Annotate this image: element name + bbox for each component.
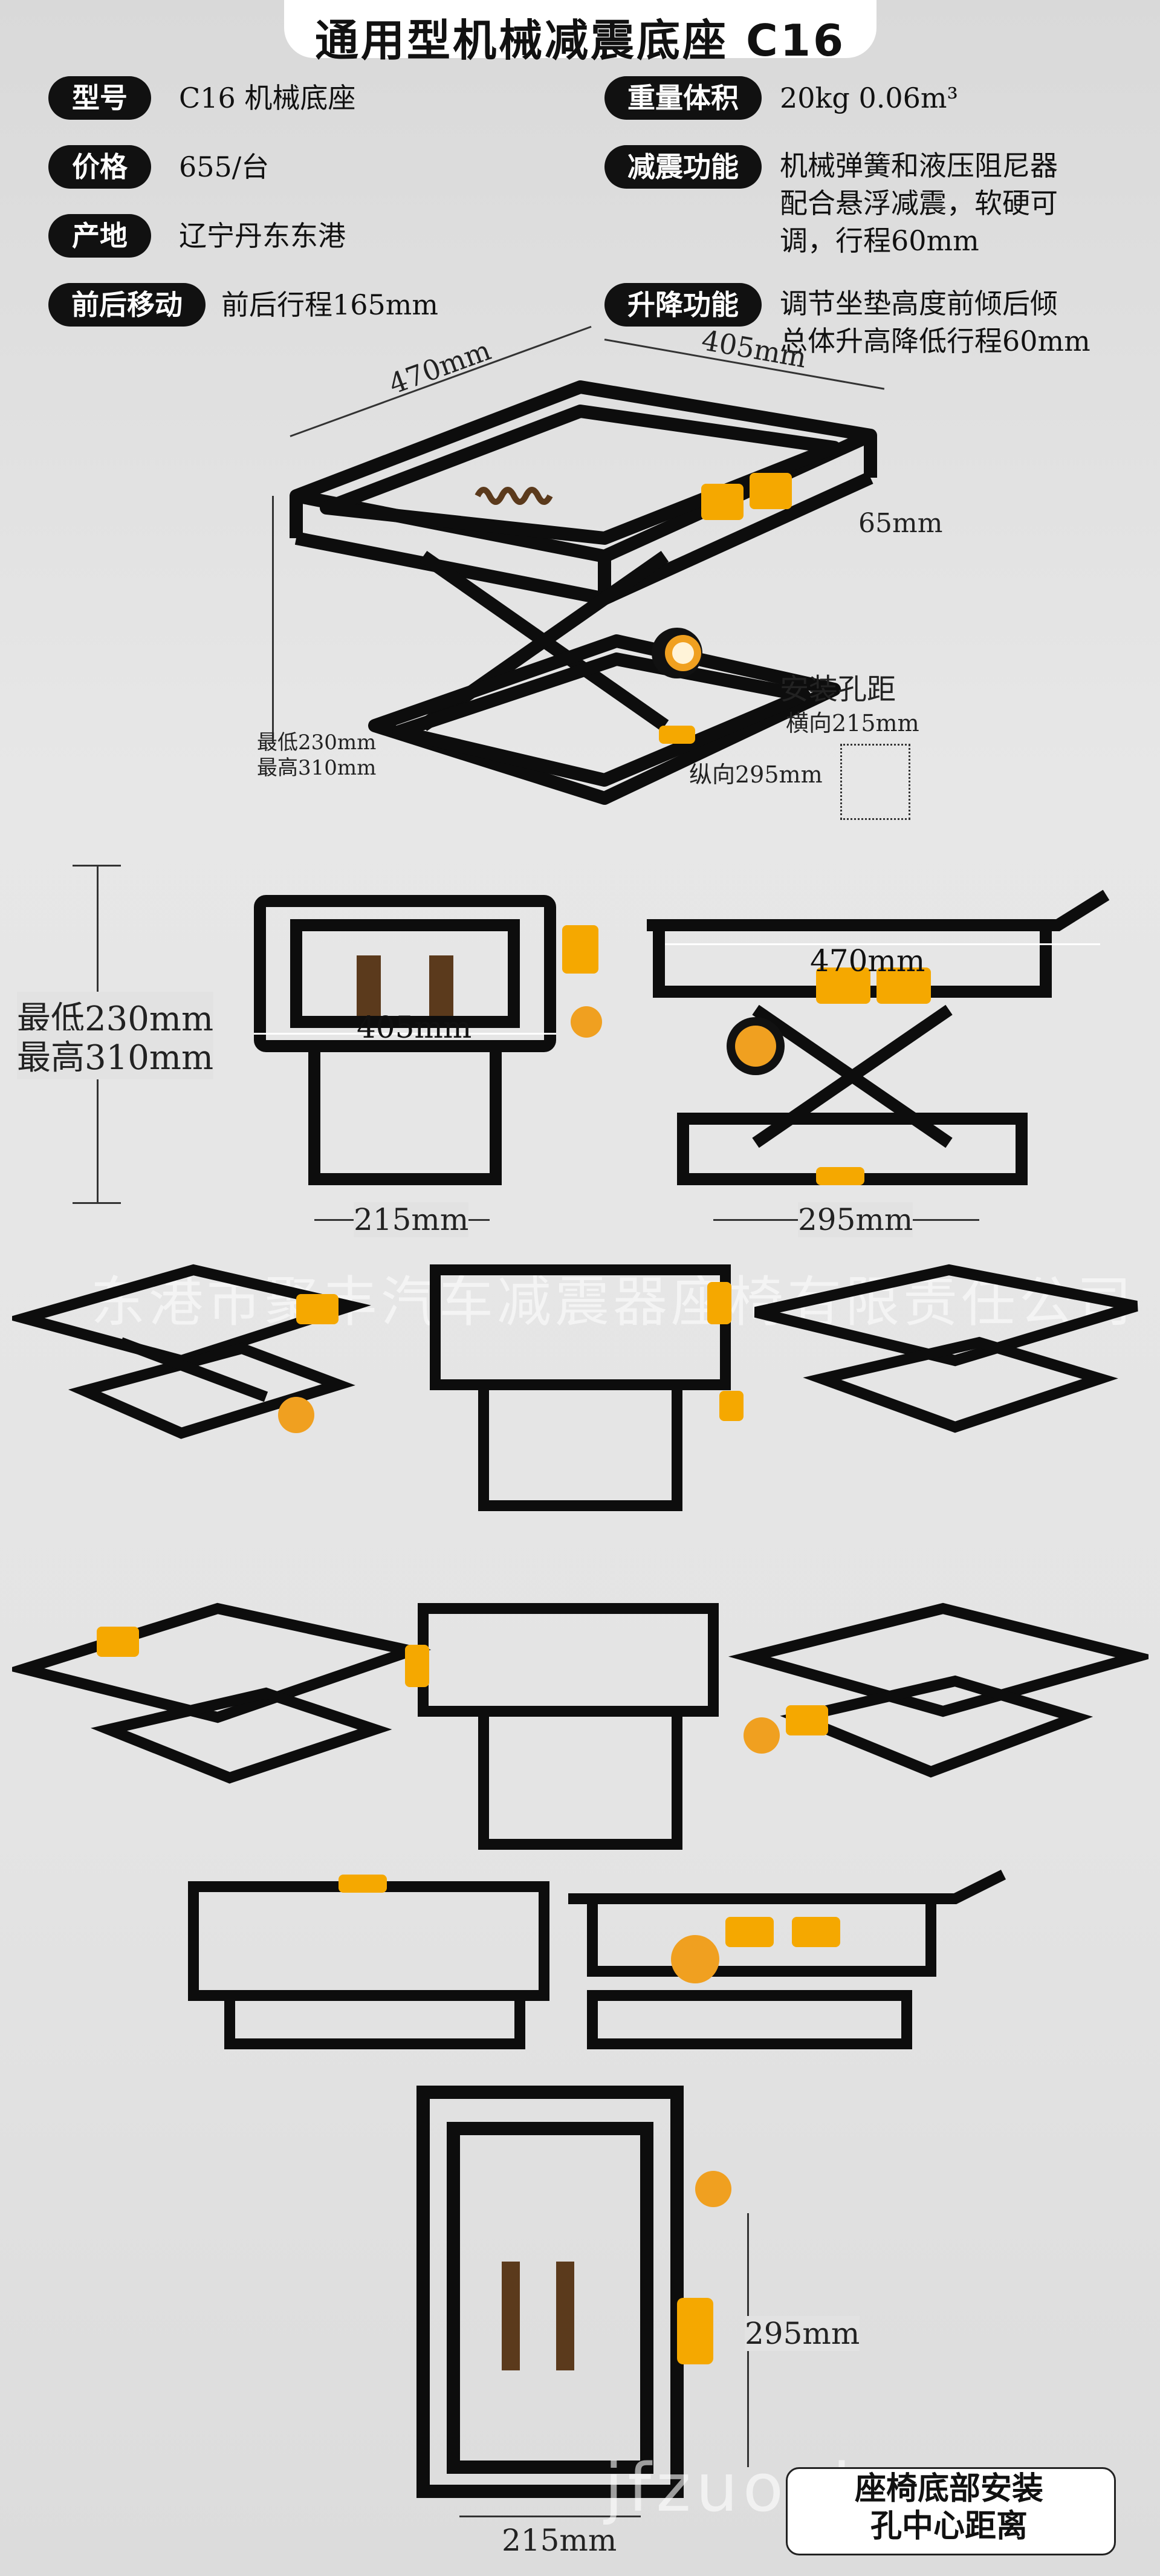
mount-hole-diagram: [840, 744, 910, 820]
mount-note-line-2: 孔中心距离: [870, 2508, 1028, 2545]
spec-value-damping-line-3: 调，行程60mm: [780, 224, 979, 257]
front-view-image: [254, 895, 602, 1185]
spec-label-model: 型号: [48, 76, 151, 120]
spec-value-slide: 前后行程165mm: [221, 288, 439, 321]
spec-label-price: 价格: [48, 145, 151, 189]
dim-base-215: 215mm: [354, 1202, 469, 1237]
lever-handle: [701, 484, 744, 520]
mount-hole-horizontal: 横向215mm: [786, 710, 919, 737]
spec-value-damping-line-2: 配合悬浮减震，软硬可: [780, 187, 1058, 220]
spec-label-damping: 减震功能: [604, 145, 762, 189]
page-title: 通用型机械减震底座 C16: [314, 15, 846, 66]
spec-value-lift-line-2: 总体升高降低行程60mm: [780, 325, 1090, 357]
side-view-image: [647, 890, 1110, 1185]
dim-line-bottom-215: [459, 2516, 641, 2517]
mount-hole-title: 安装孔距: [780, 672, 896, 706]
spec-value-origin: 辽宁丹东东港: [179, 220, 346, 252]
bottom-view-image: [416, 2086, 731, 2498]
mount-note: 座椅底部安装 孔中心距离: [786, 2470, 1112, 2545]
dim-front-405: 405mm: [357, 1010, 472, 1045]
dim-bottom-215: 215mm: [502, 2523, 617, 2558]
spec-label-weight: 重量体积: [604, 76, 762, 120]
spec-value-weight: 20kg 0.06m³: [780, 82, 958, 114]
dim-tick-bottom: [73, 1202, 121, 1204]
dim-tick-top: [73, 865, 121, 867]
mount-note-line-1: 座椅底部安装: [854, 2471, 1043, 2507]
dim-bottom-295: 295mm: [745, 2316, 860, 2351]
dim-height-max: 最高310mm: [17, 1030, 214, 1079]
angle-gallery: [12, 1264, 1149, 2049]
spec-value-price: 655/台: [179, 151, 270, 183]
spec-label-lift: 升降功能: [604, 283, 762, 327]
mount-hole-vertical: 纵向295mm: [689, 761, 823, 788]
title-tab: [284, 0, 876, 58]
hero-seat-base-image: [290, 380, 877, 805]
spec-value-lift-line-1: 调节坐垫高度前倾后倾: [780, 287, 1058, 320]
dim-line-front-405: [254, 1033, 556, 1035]
spec-value-damping-line-1: 机械弹簧和液压阻尼器: [780, 149, 1058, 182]
spec-label-origin: 产地: [48, 214, 151, 258]
dim-base-295: 295mm: [798, 1202, 913, 1237]
dim-thickness: 65mm: [858, 508, 943, 539]
spec-value-model: C16 机械底座: [179, 82, 356, 114]
dim-height-min-hero: 最低230mm: [257, 730, 377, 755]
dim-height-max-hero: 最高310mm: [257, 756, 377, 780]
dim-line-height: [272, 496, 274, 744]
mount-note-box: [786, 2467, 1116, 2555]
dim-line-side-470: [665, 943, 1100, 945]
dim-side-470: 470mm: [810, 943, 925, 978]
spec-label-slide: 前后移动: [48, 283, 206, 327]
